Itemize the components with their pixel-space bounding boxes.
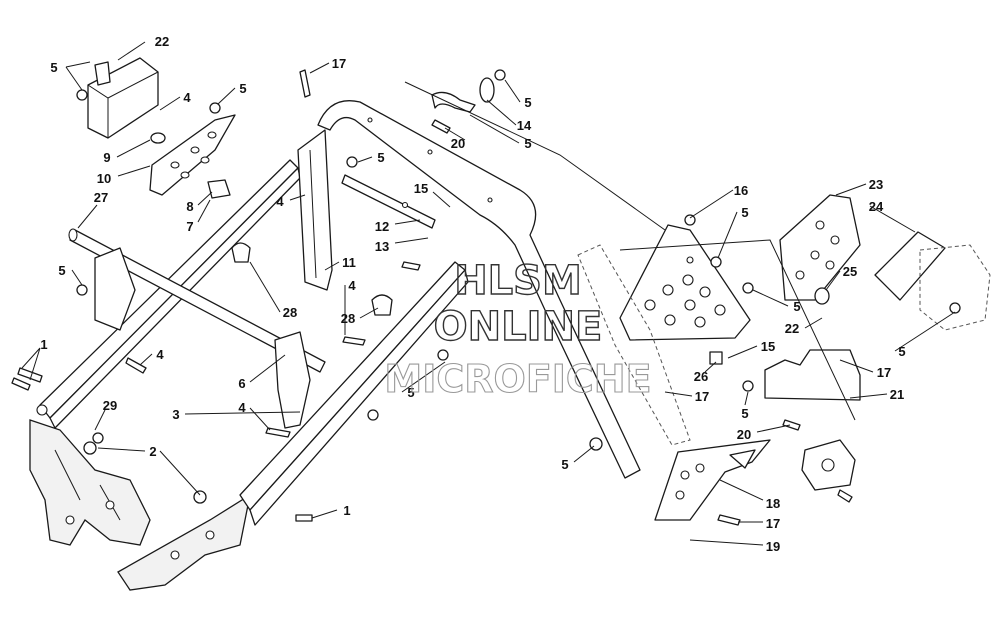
- callout-21: 21: [890, 387, 904, 402]
- roll-cage-hoop: [317, 100, 641, 479]
- callout-17: 17: [877, 365, 891, 380]
- switch-assembly: [801, 439, 856, 491]
- callout-13: 13: [375, 239, 389, 254]
- callout-4: 4: [276, 194, 284, 209]
- callout-1: 1: [343, 503, 350, 518]
- ghost-panel: [577, 244, 691, 446]
- callout-9: 9: [103, 150, 110, 165]
- strap-bracket: [341, 174, 436, 229]
- callout-20: 20: [737, 427, 751, 442]
- roll-bar-upright: [297, 129, 333, 291]
- callout-5: 5: [741, 406, 748, 421]
- callout-20: 20: [451, 136, 465, 151]
- callout-4: 4: [183, 90, 191, 105]
- callout-24: 24: [869, 199, 884, 214]
- callout-16: 16: [734, 183, 748, 198]
- electronic-module: [87, 57, 159, 139]
- side-rail-front: [36, 159, 301, 429]
- callout-25: 25: [843, 264, 857, 279]
- callout-4: 4: [238, 400, 246, 415]
- callout-29: 29: [103, 398, 117, 413]
- bracket-14: [431, 77, 495, 113]
- callout-1: 1: [40, 337, 47, 352]
- callout-28: 28: [283, 305, 297, 320]
- callout-5: 5: [58, 263, 65, 278]
- cross-tube: [68, 228, 326, 373]
- cover-24: [874, 231, 991, 331]
- callout-2: 2: [149, 444, 156, 459]
- callout-28: 28: [341, 311, 355, 326]
- lower-plate-18: [654, 439, 771, 521]
- callout-4: 4: [348, 278, 356, 293]
- callout-5: 5: [239, 81, 246, 96]
- watermark-line-1: HLSM: [454, 258, 582, 304]
- callout-11: 11: [342, 255, 356, 270]
- callout-5: 5: [561, 457, 568, 472]
- callout-5: 5: [50, 60, 57, 75]
- bracket-21: [764, 349, 861, 401]
- watermark-line-3: MICROFICHE: [384, 357, 651, 401]
- bushing-25: [814, 287, 830, 305]
- callout-10: 10: [97, 171, 111, 186]
- callout-22: 22: [785, 321, 799, 336]
- callout-27: 27: [94, 190, 108, 205]
- callout-5: 5: [524, 136, 531, 151]
- side-rail-rear: [239, 261, 469, 526]
- callout-6: 6: [238, 376, 245, 391]
- watermark-line-2: ONLINE: [434, 304, 603, 350]
- callout-23: 23: [869, 177, 883, 192]
- gusset-bracket-left: [94, 247, 136, 331]
- gusset-bracket-center: [274, 331, 311, 429]
- background-frame-center: [117, 493, 251, 591]
- callout-26: 26: [694, 369, 708, 384]
- callout-7: 7: [186, 219, 193, 234]
- callout-4: 4: [156, 347, 164, 362]
- hex-nuts: [76, 69, 961, 504]
- leader-lines: [21, 41, 956, 546]
- callout-18: 18: [766, 496, 780, 511]
- clamp-28: [231, 242, 393, 316]
- callout-5: 5: [377, 150, 384, 165]
- callout-15: 15: [414, 181, 428, 196]
- callout-5: 5: [524, 95, 531, 110]
- callout-5: 5: [407, 385, 414, 400]
- callout-5: 5: [898, 344, 905, 359]
- callout-12: 12: [375, 219, 389, 234]
- callout-19: 19: [766, 539, 780, 554]
- callout-8: 8: [186, 199, 193, 214]
- relay-8: [150, 132, 231, 199]
- callout-14: 14: [517, 118, 532, 133]
- callout-15: 15: [761, 339, 775, 354]
- callout-17: 17: [766, 516, 780, 531]
- watermark: HLSM ONLINE MICROFICHE: [384, 257, 652, 401]
- callout-5: 5: [793, 299, 800, 314]
- perforated-plate-16: [619, 224, 751, 341]
- callout-17: 17: [332, 56, 346, 71]
- callout-5: 5: [741, 205, 748, 220]
- callout-17: 17: [695, 389, 709, 404]
- mounting-plate-7: [149, 114, 236, 196]
- background-frame-left: [29, 419, 151, 546]
- callout-22: 22: [155, 34, 169, 49]
- callout-3: 3: [172, 407, 179, 422]
- bracket-23: [779, 194, 861, 301]
